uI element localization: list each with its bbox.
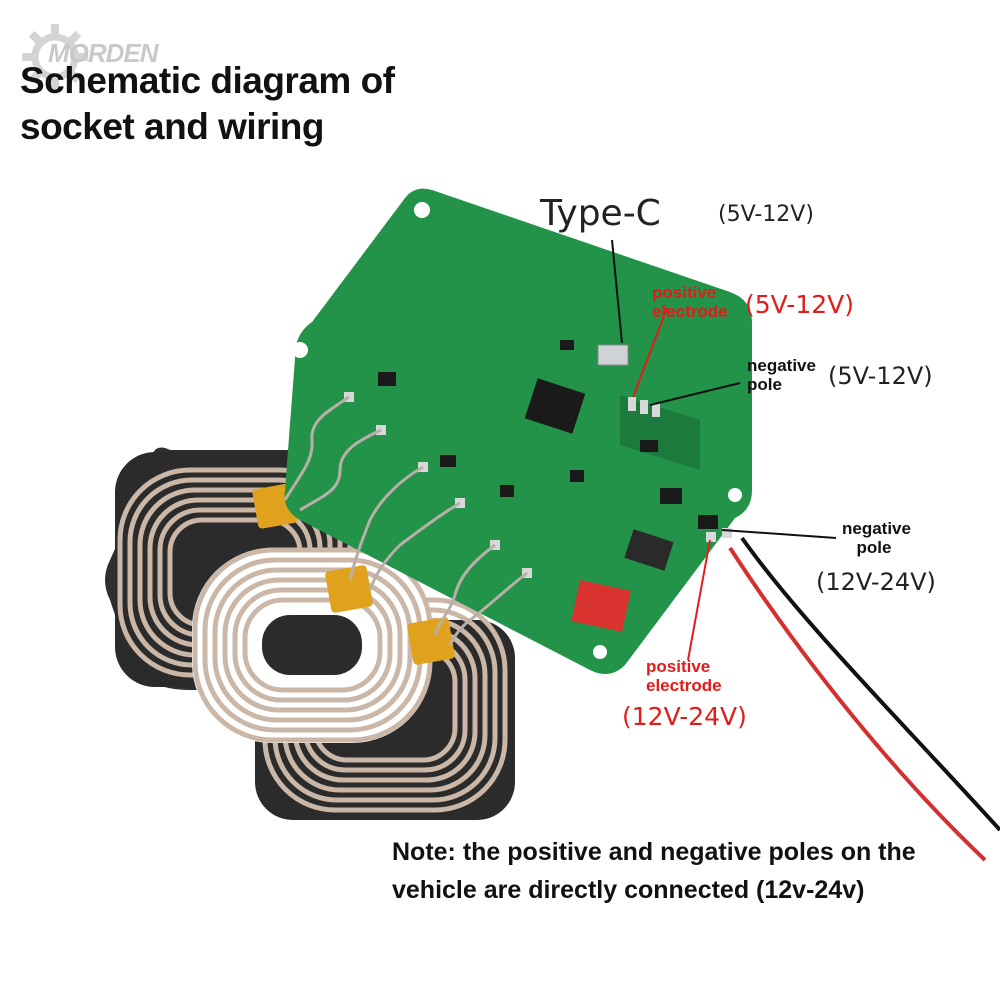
logo-text: MORDEN <box>48 38 159 68</box>
pcb-board <box>284 188 752 674</box>
negative-pole-top-label: negative pole <box>747 356 816 394</box>
negative-pole-bottom-label: negative pole <box>842 519 911 557</box>
positive-electrode-top-voltage: (5V-12V) <box>745 290 854 319</box>
title-line-1: Schematic diagram of <box>20 60 395 101</box>
brand-logo <box>20 22 200 92</box>
gear-icon <box>22 24 88 90</box>
pos-top-line1: positive <box>652 283 717 302</box>
positive-electrode-bottom-voltage: (12V-24V) <box>622 702 747 731</box>
positive-electrode-top-label: positive electrode <box>652 283 728 321</box>
type-c-label: Type-C <box>540 193 661 234</box>
leader-lines <box>611 239 837 661</box>
positive-electrode-bottom-label: positive electrode <box>646 657 722 695</box>
title-line-2: socket and wiring <box>20 106 325 147</box>
pos-top-line2: electrode <box>652 302 728 321</box>
lead-wires <box>728 536 1000 862</box>
neg-bottom-line1: negative <box>842 519 911 538</box>
neg-top-line1: negative <box>747 356 816 375</box>
neg-top-line2: pole <box>747 375 782 394</box>
kapton-tapes <box>252 483 455 665</box>
note-line-1: Note: the positive and negative poles on… <box>392 838 916 866</box>
neg-bottom-line2: pole <box>856 538 892 557</box>
negative-pole-top-voltage: (5V-12V) <box>828 362 933 390</box>
type-c-voltage: (5V-12V) <box>718 202 814 227</box>
negative-pole-bottom-voltage: (12V-24V) <box>816 568 936 596</box>
page-title: Schematic diagram of socket and wiring <box>20 58 395 150</box>
note-line-2: vehicle are directly connected (12v-24v) <box>392 876 865 904</box>
wiring-note: Note: the positive and negative poles on… <box>392 833 916 909</box>
pos-bottom-line2: electrode <box>646 676 722 695</box>
coil-center <box>192 547 433 743</box>
coil-leads <box>283 395 528 646</box>
pos-bottom-line1: positive <box>646 657 711 676</box>
